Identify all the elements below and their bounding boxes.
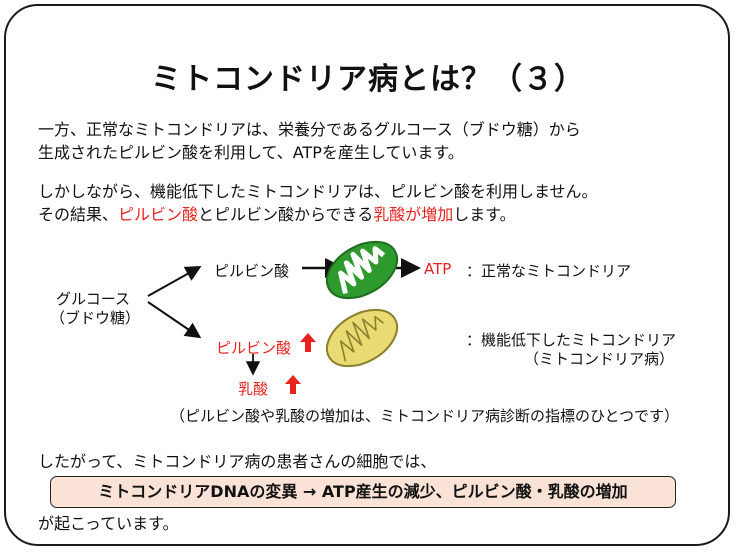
diagnostic-note: （ピルビン酸や乳酸の増加は、ミトコンドリア病診断の指標のひとつです） xyxy=(170,407,679,425)
pyruvate-normal-label: ピルビン酸 xyxy=(214,262,290,280)
arrow-up-icon xyxy=(300,333,316,352)
highlight-pyruvate: ピルビン酸 xyxy=(118,205,199,224)
branch-arrow-up xyxy=(147,266,202,297)
pyruvate-increase-label: ピルビン酸 xyxy=(216,339,292,357)
slide-frame xyxy=(4,4,730,546)
highlight-lactate-increase: 乳酸が増加 xyxy=(373,205,454,224)
paragraph-normal-line1: 一方、正常なミトコンドリアは、栄養分であるグルコース（ブドウ糖）から xyxy=(38,120,581,139)
paragraph-impaired-line2: その結果、ピルビン酸とピルビン酸からできる乳酸が増加します。 xyxy=(38,203,516,226)
paragraph-impaired-line1: しかしながら、機能低下したミトコンドリアは、ピルビン酸を利用しません。 xyxy=(38,182,598,201)
conclusion-intro: したがって、ミトコンドリア病の患者さんの細胞では、 xyxy=(38,452,437,471)
glucose-sub-label: （ブドウ糖） xyxy=(50,309,141,327)
conclusion-highlight-box: ミトコンドリアDNAの変異 → ATP産生の減少、ピルビン酸・乳酸の増加 xyxy=(50,476,676,508)
impaired-mitochondria-label: ：機能低下したミトコンドリア xyxy=(466,331,677,349)
impaired-mitochondria-icon xyxy=(325,308,399,368)
normal-mitochondria-label: ：正常なミトコンドリア xyxy=(466,262,632,280)
normal-mitochondria-icon xyxy=(325,240,399,300)
mitochondrial-disease-label: （ミトコンドリア病） xyxy=(524,350,675,368)
conclusion-outro: が起こっています。 xyxy=(38,514,179,533)
arrow-up-icon xyxy=(285,375,301,394)
paragraph-normal-line2: 生成されたピルビン酸を利用して、ATPを産生しています。 xyxy=(38,143,464,162)
branch-arrow-down xyxy=(147,301,202,339)
page-title: ミトコンドリア病とは？（３） xyxy=(151,62,585,97)
text-from-pyruvate: とピルビン酸からできる xyxy=(198,205,374,224)
atp-label: ATP xyxy=(424,260,452,278)
glucose-label: グルコース xyxy=(56,290,130,308)
text-suffix: します。 xyxy=(453,205,516,224)
text-result-prefix: その結果、 xyxy=(38,205,119,224)
lactate-label: 乳酸 xyxy=(238,380,269,398)
